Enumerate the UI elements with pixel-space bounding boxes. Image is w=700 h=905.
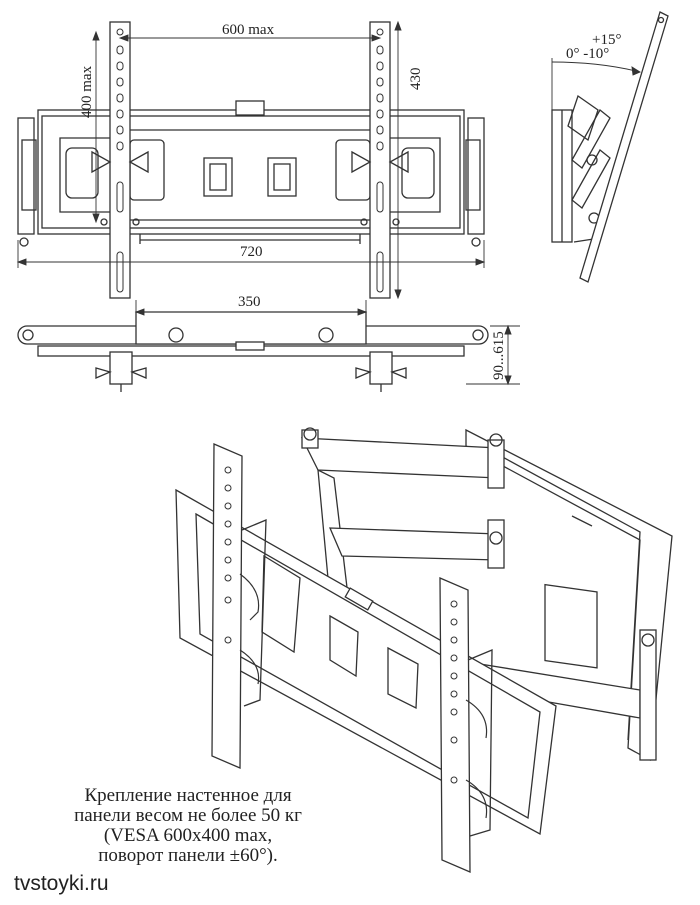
caption-line-1: Крепление настенное для: [84, 785, 292, 806]
caption-line-4: поворот панели ±60°).: [98, 845, 278, 866]
top-view: [17, 300, 520, 392]
dim-tilt-up: +15°: [592, 32, 621, 48]
right-end-cap: [467, 117, 485, 235]
dim-tilt-down: 0° -10°: [566, 46, 609, 62]
caption-line-3: (VESA 600x400 max,: [103, 825, 273, 846]
caption: Крепление настенное для панели весом не …: [38, 786, 338, 866]
dim-depth-range: 90...615: [491, 331, 507, 380]
wall-plate: [37, 109, 465, 235]
site-watermark: tvstoyki.ru: [14, 872, 109, 895]
front-view: [16, 20, 486, 300]
iso-arm-middle: [328, 527, 499, 561]
strip-holes: [116, 28, 384, 293]
wing-nuts: [91, 150, 409, 226]
dim-plate-height: 430: [408, 68, 424, 91]
dim-width-max: 600 max: [222, 22, 275, 38]
dim-arm-width: 350: [238, 294, 261, 310]
left-vesa-strip: [109, 21, 131, 299]
dim-height-max: 400 max: [79, 65, 95, 118]
right-vesa-strip: [369, 21, 391, 299]
caption-line-2: панели весом не более 50 кг: [74, 805, 302, 826]
right-clamp: [369, 351, 393, 385]
isometric-view: [175, 427, 673, 873]
dim-plate-width: 720: [240, 244, 263, 260]
left-end-cap: [17, 117, 35, 235]
center-slot-right: [267, 157, 297, 197]
left-clamp: [109, 351, 133, 385]
center-slot-left: [203, 157, 233, 197]
iso-right-strip: [439, 577, 471, 873]
side-view: [551, 11, 669, 283]
tilt-bracket: [579, 11, 669, 283]
iso-left-strip: [211, 443, 243, 769]
front-dimensions: [16, 20, 486, 300]
